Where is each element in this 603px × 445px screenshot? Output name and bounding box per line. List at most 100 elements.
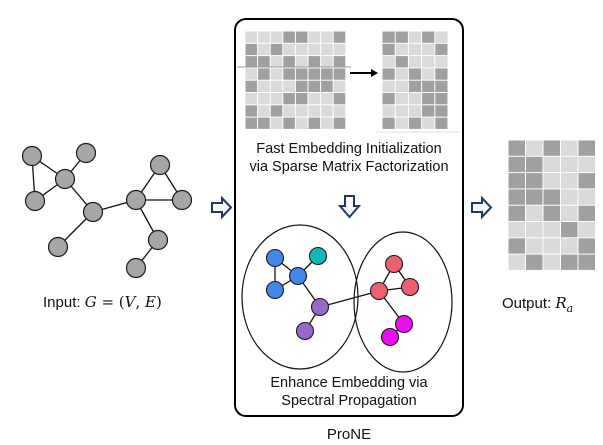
output-matrix-cell xyxy=(526,222,543,238)
factorized-matrix-cell xyxy=(435,68,448,80)
output-matrix-cell xyxy=(578,222,595,238)
factorized-matrix-cell xyxy=(382,117,395,129)
adjacency-matrix-cell xyxy=(321,31,333,43)
input-graph-node xyxy=(24,190,46,212)
adjacency-matrix-cell xyxy=(283,31,295,43)
factorized-matrix-cell xyxy=(408,56,422,68)
factorized-matrix-cell xyxy=(422,80,435,92)
adjacency-matrix-cell xyxy=(333,56,346,68)
output-matrix-cell xyxy=(526,173,543,189)
cluster-ellipse-right xyxy=(353,231,453,373)
adjacency-matrix-cell xyxy=(283,43,295,56)
propagation-graph-node-purple xyxy=(310,297,330,317)
input-label: Input: G = (V, E) xyxy=(43,293,162,311)
adjacency-matrix-cell xyxy=(308,105,321,117)
adjacency-matrix-cell xyxy=(270,105,283,117)
adjacency-matrix-cell xyxy=(321,68,333,80)
input-math-open: ( xyxy=(119,293,125,311)
propagation-graph-node-magenta xyxy=(394,314,414,334)
propagation-graph-node-red xyxy=(369,281,389,301)
input-math-e: E xyxy=(144,293,156,311)
factorized-matrix-cell xyxy=(435,93,448,105)
adjacency-matrix-cell xyxy=(270,43,283,56)
propagation-graph-node-purple xyxy=(295,321,315,341)
output-matrix-cell xyxy=(561,140,578,156)
factorized-matrix-cell xyxy=(395,80,408,92)
prone-title: ProNE xyxy=(327,426,371,443)
output-matrix-cell xyxy=(508,205,525,221)
output-matrix-cell xyxy=(561,222,578,238)
output-matrix-cell xyxy=(561,156,578,173)
factorized-matrix-cell xyxy=(395,31,408,43)
output-matrix-cell xyxy=(578,173,595,189)
input-graph-node xyxy=(54,168,76,190)
output-math-r: R xyxy=(554,294,566,312)
adjacency-matrix-cell xyxy=(258,80,270,92)
propagation-graph-node-blue xyxy=(265,280,285,300)
factorized-matrix-cell xyxy=(435,31,448,43)
input-graph xyxy=(21,142,193,279)
adjacency-matrix-cell xyxy=(333,105,346,117)
output-matrix-cell xyxy=(578,140,595,156)
adjacency-matrix-cell xyxy=(283,80,295,92)
input-math-comma: , xyxy=(136,293,146,311)
input-graph-node xyxy=(82,201,104,223)
factorized-matrix-cell xyxy=(382,105,395,117)
output-matrix-cell xyxy=(561,238,578,254)
factorized-matrix-cell xyxy=(422,105,435,117)
factorized-matrix-cell xyxy=(382,93,395,105)
stage1-title-line2: via Sparse Matrix Factorization xyxy=(249,159,448,175)
flow-arrow-right-icon xyxy=(211,195,233,220)
output-matrix-cell xyxy=(578,189,595,205)
stage2-title-line2: Spectral Propagation xyxy=(281,393,416,409)
input-label-prefix: Input: xyxy=(43,294,85,311)
adjacency-matrix-cell xyxy=(258,93,270,105)
adjacency-matrix-cell xyxy=(295,105,308,117)
output-matrix-cell xyxy=(543,189,560,205)
factorized-matrix-cell xyxy=(422,56,435,68)
factorized-matrix-cell xyxy=(395,93,408,105)
adjacency-matrix-cell xyxy=(308,117,321,129)
input-math-v: V xyxy=(125,293,138,311)
input-graph-node xyxy=(125,257,147,279)
output-matrix-cell xyxy=(508,189,525,205)
adjacency-matrix-cell xyxy=(245,43,258,56)
adjacency-matrix-cell xyxy=(270,56,283,68)
output-matrix-cell xyxy=(561,254,578,270)
adjacency-matrix-cell xyxy=(321,80,333,92)
output-embedding-matrix xyxy=(508,140,595,270)
adjacency-matrix-cell xyxy=(245,93,258,105)
output-matrix-cell xyxy=(526,205,543,221)
output-matrix-cell xyxy=(543,140,560,156)
output-matrix-cell xyxy=(543,156,560,173)
input-math-close: ) xyxy=(156,293,162,311)
adjacency-matrix-cell xyxy=(245,31,258,43)
adjacency-matrix-cell xyxy=(295,31,308,43)
factorized-matrix-cell xyxy=(422,117,435,129)
adjacency-matrix-cell xyxy=(258,56,270,68)
factorized-matrix-cell xyxy=(395,117,408,129)
factorized-matrix-cell xyxy=(422,31,435,43)
input-graph-node xyxy=(147,229,169,251)
output-matrix-cell xyxy=(508,238,525,254)
adjacency-matrix-cell xyxy=(295,80,308,92)
factorized-matrix-cell xyxy=(395,68,408,80)
factorized-matrix xyxy=(382,31,448,129)
adjacency-matrix-cell xyxy=(283,105,295,117)
output-matrix-cell xyxy=(508,173,525,189)
adjacency-matrix-cell xyxy=(308,43,321,56)
factorized-matrix-cell xyxy=(408,93,422,105)
output-matrix-cell xyxy=(526,238,543,254)
input-graph-node xyxy=(125,189,147,211)
adjacency-matrix-cell xyxy=(308,56,321,68)
output-matrix-cell xyxy=(526,189,543,205)
adjacency-matrix-cell xyxy=(308,80,321,92)
propagation-graph-node-red xyxy=(384,254,404,274)
adjacency-matrix-cell xyxy=(258,68,270,80)
factorized-matrix-cell xyxy=(382,80,395,92)
propagation-graph-node-magenta xyxy=(380,327,400,347)
factorized-matrix-cell xyxy=(382,43,395,56)
output-matrix-cell xyxy=(543,222,560,238)
adjacency-matrix-cell xyxy=(258,117,270,129)
